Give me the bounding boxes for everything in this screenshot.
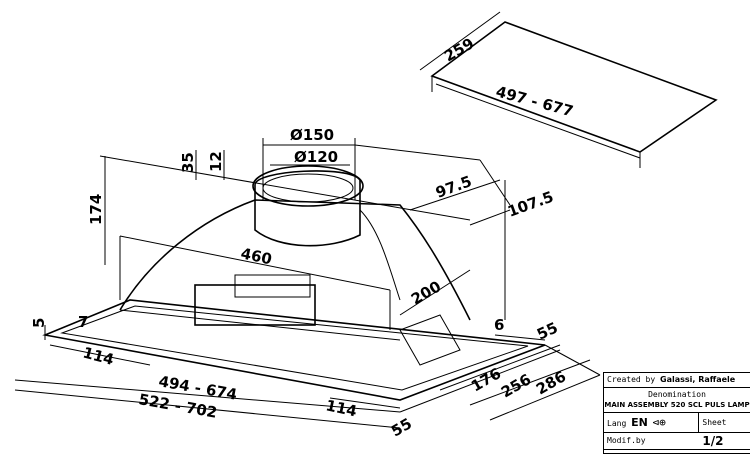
created-name: Galassi, Raffaele xyxy=(660,375,736,384)
denomination: MAIN ASSEMBLY 520 SCL PULS LAMP xyxy=(604,401,750,409)
dim-12: 12 xyxy=(207,151,225,172)
dim-7: 7 xyxy=(78,313,88,331)
dim-286: 286 xyxy=(533,367,569,398)
dim-55-bottom: 55 xyxy=(388,414,415,440)
projection-symbol-icon: ⊲⊕ xyxy=(652,416,666,429)
lang-label: Lang xyxy=(607,419,627,428)
dim-114-bottom: 114 xyxy=(324,396,358,420)
created-label: Created by xyxy=(607,375,656,384)
lang-value: EN xyxy=(631,416,648,429)
dim-97-5: 97.5 xyxy=(433,172,474,202)
denomination-label: Denomination xyxy=(648,390,706,399)
dim-497-677: 497 - 677 xyxy=(494,82,575,120)
sheet-label: Sheet xyxy=(702,418,727,427)
dim-6: 6 xyxy=(494,316,504,334)
dim-460: 460 xyxy=(239,244,273,268)
sheet-value: 1/2 xyxy=(702,434,724,448)
dim-107-5: 107.5 xyxy=(505,188,556,221)
dim-256: 256 xyxy=(498,370,534,401)
dim-5: 5 xyxy=(30,318,48,328)
cutout-plate xyxy=(419,11,718,168)
title-block: Created by Galassi, Raffaele Denominatio… xyxy=(603,372,750,454)
modif-label: Modif.by xyxy=(607,436,646,445)
dim-259: 259 xyxy=(441,34,477,65)
dim-200: 200 xyxy=(408,277,444,308)
dim-35: 35 xyxy=(179,152,197,173)
dim-176: 176 xyxy=(468,364,504,395)
dim-174: 174 xyxy=(87,194,105,225)
dim-120: Ø120 xyxy=(294,148,338,166)
dim-55-right: 55 xyxy=(534,318,561,343)
dim-150: Ø150 xyxy=(290,126,334,144)
dimension-lines xyxy=(14,138,601,429)
